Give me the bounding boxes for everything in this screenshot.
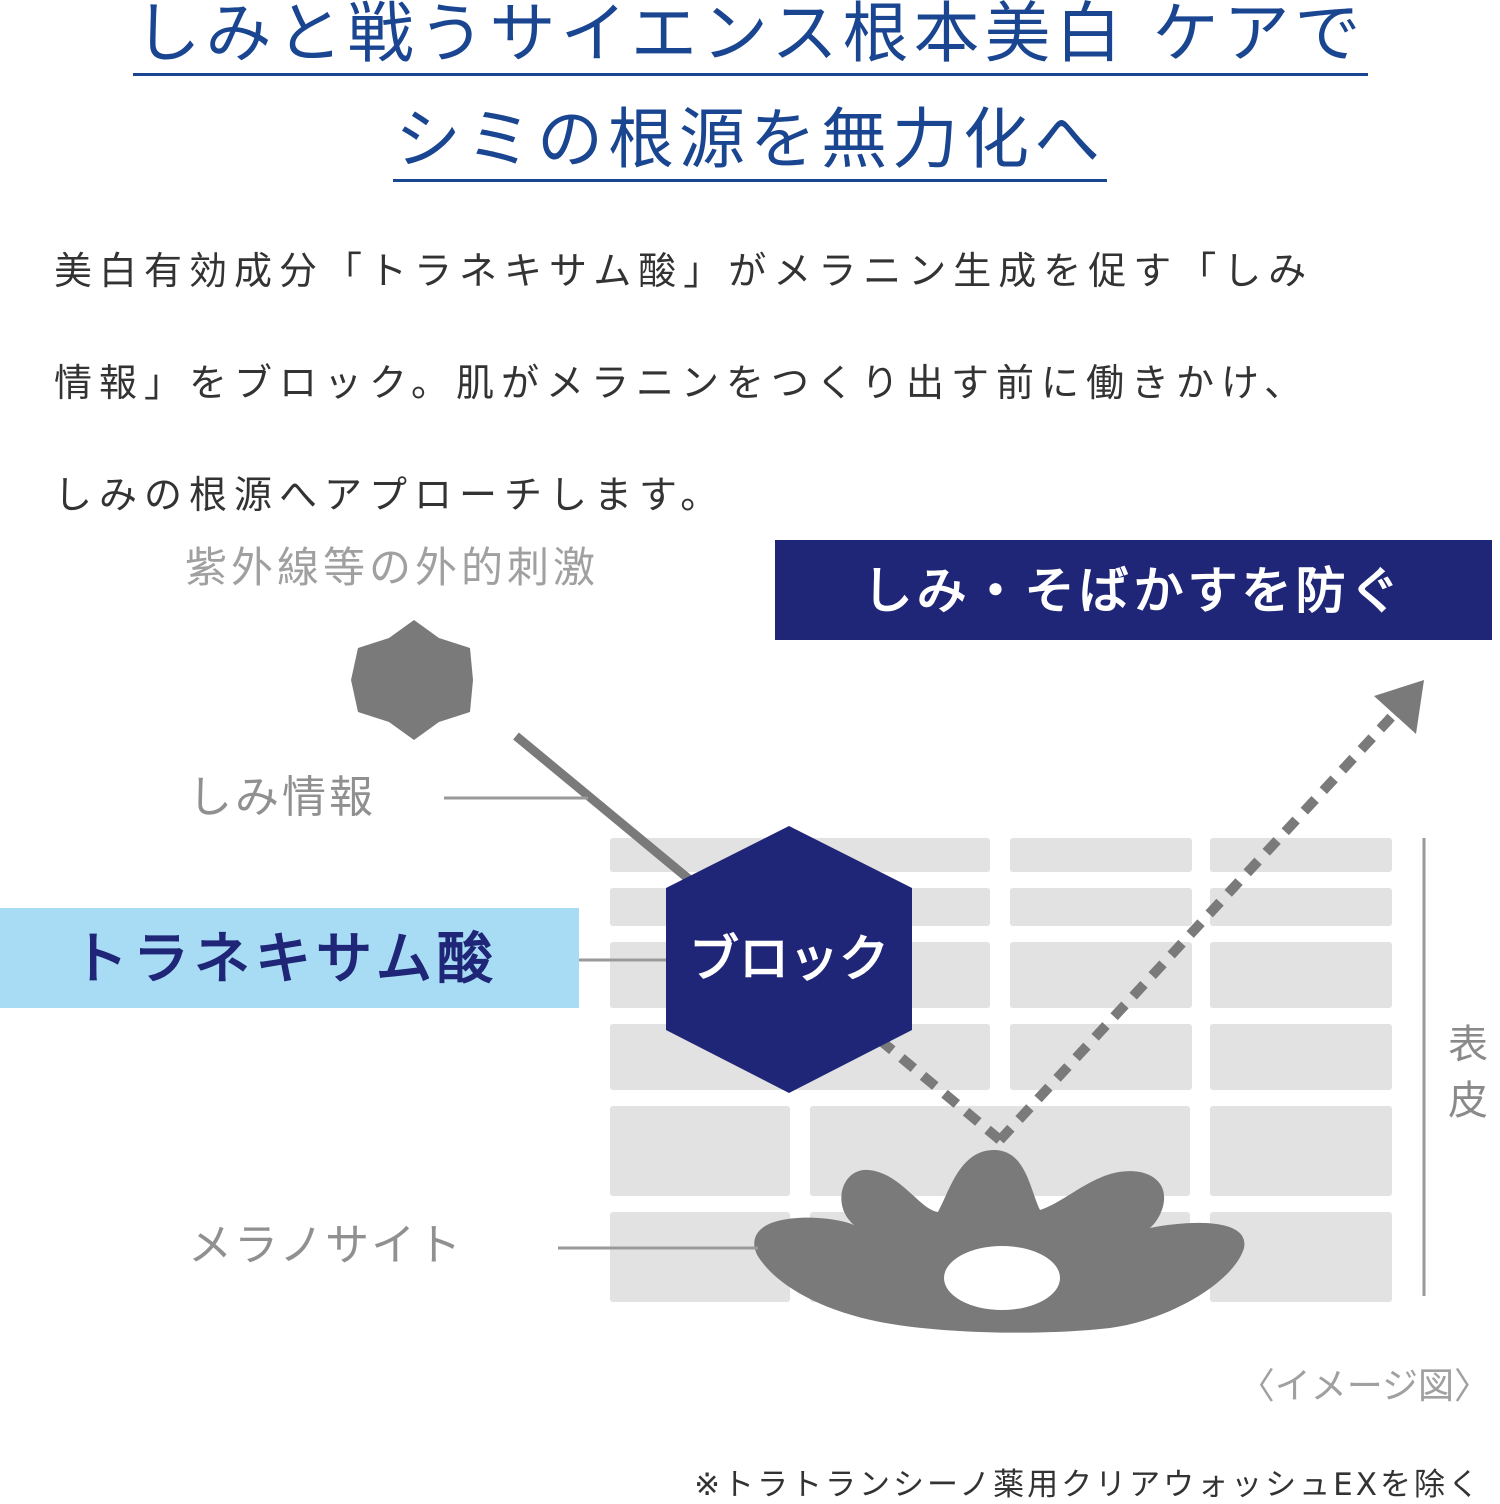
arrow-up-right-icon — [1374, 680, 1424, 734]
prevent-banner-text: しみ・そばかすを防ぐ — [863, 562, 1404, 620]
body-text-line-2: 情報」をブロック。肌がメラニンをつくり出す前に働きかけ、 — [54, 361, 1310, 405]
image-note: 〈イメージ図〉 — [1239, 1366, 1490, 1407]
prevent-dashed-line — [996, 708, 1400, 1144]
uv-stimulus-icon — [351, 620, 473, 740]
prevent-banner — [775, 540, 1492, 640]
uv-stimulus-label: 紫外線等の外的刺激 — [185, 543, 599, 592]
epidermis-label-1: 表 — [1448, 1022, 1488, 1068]
tranexamic-acid-text: トラネキサム酸 — [72, 927, 498, 992]
stimulus-line — [513, 732, 693, 884]
mechanism-diagram: 表 皮 紫外線等の外的刺激 しみ情報 しみ・そばかすを防ぐ トラネキサム酸 ブロ… — [0, 540, 1492, 1407]
epidermis-label-2: 皮 — [1448, 1078, 1488, 1124]
headline-line-2: シミの根源を無力化へ — [0, 100, 1500, 182]
melanocyte-label: メラノサイト — [188, 1220, 463, 1271]
tranexamic-acid-banner — [0, 908, 579, 1008]
footnote: ※トラトランシーノ薬用クリアウォッシュEXを除く — [694, 1467, 1482, 1503]
melanocyte-icon — [754, 1150, 1245, 1333]
melanocyte-nucleus — [944, 1246, 1060, 1310]
body-text-line-3: しみの根源へアプローチします。 — [54, 473, 726, 517]
spot-info-label: しみ情報 — [188, 772, 376, 823]
block-hexagon-text: ブロック — [689, 930, 889, 988]
block-hexagon — [666, 826, 912, 1093]
body-text-line-1: 美白有効成分「トラネキサム酸」がメラニン生成を促す「しみ — [54, 249, 1314, 293]
headline-line-1: しみと戦うサイエンス根本美白 ケアで — [0, 0, 1500, 76]
